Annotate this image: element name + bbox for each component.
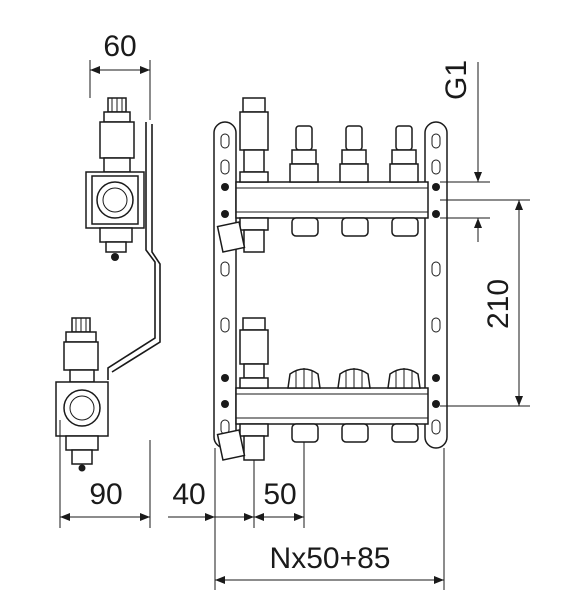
right-bracket [424,121,448,449]
dimension-40-label: 40 [172,478,205,511]
left-bracket [213,121,237,449]
dimension-total-length: Nx50+85 [215,448,445,590]
lower-outlet-3 [387,368,421,443]
upper-outlet-1 [289,125,319,237]
dimension-G1: G1 [440,60,490,242]
dimension-210: 210 [440,199,530,407]
dimension-60-label: 60 [103,30,136,63]
upper-outlet-2 [339,125,369,237]
lower-outlet-2 [337,368,371,443]
side-lower-valve [55,317,109,472]
dimension-60: 60 [89,30,151,120]
lower-manifold [216,317,440,461]
dimension-210-label: 210 [482,279,515,329]
dimension-90-label: 90 [89,478,122,511]
side-bracket [107,122,161,380]
side-view [55,97,161,472]
upper-manifold [216,97,440,253]
side-upper-valve [85,97,145,261]
dimension-90: 90 [59,420,151,528]
dimension-50: 50 [254,442,305,528]
dimension-total-length-label: Nx50+85 [270,542,391,575]
dimension-G1-label: G1 [440,60,473,100]
upper-outlet-3 [389,125,419,237]
dimension-50-label: 50 [263,478,296,511]
lower-outlet-1 [287,368,321,443]
dimension-40: 40 [168,448,255,590]
front-view [213,97,448,461]
